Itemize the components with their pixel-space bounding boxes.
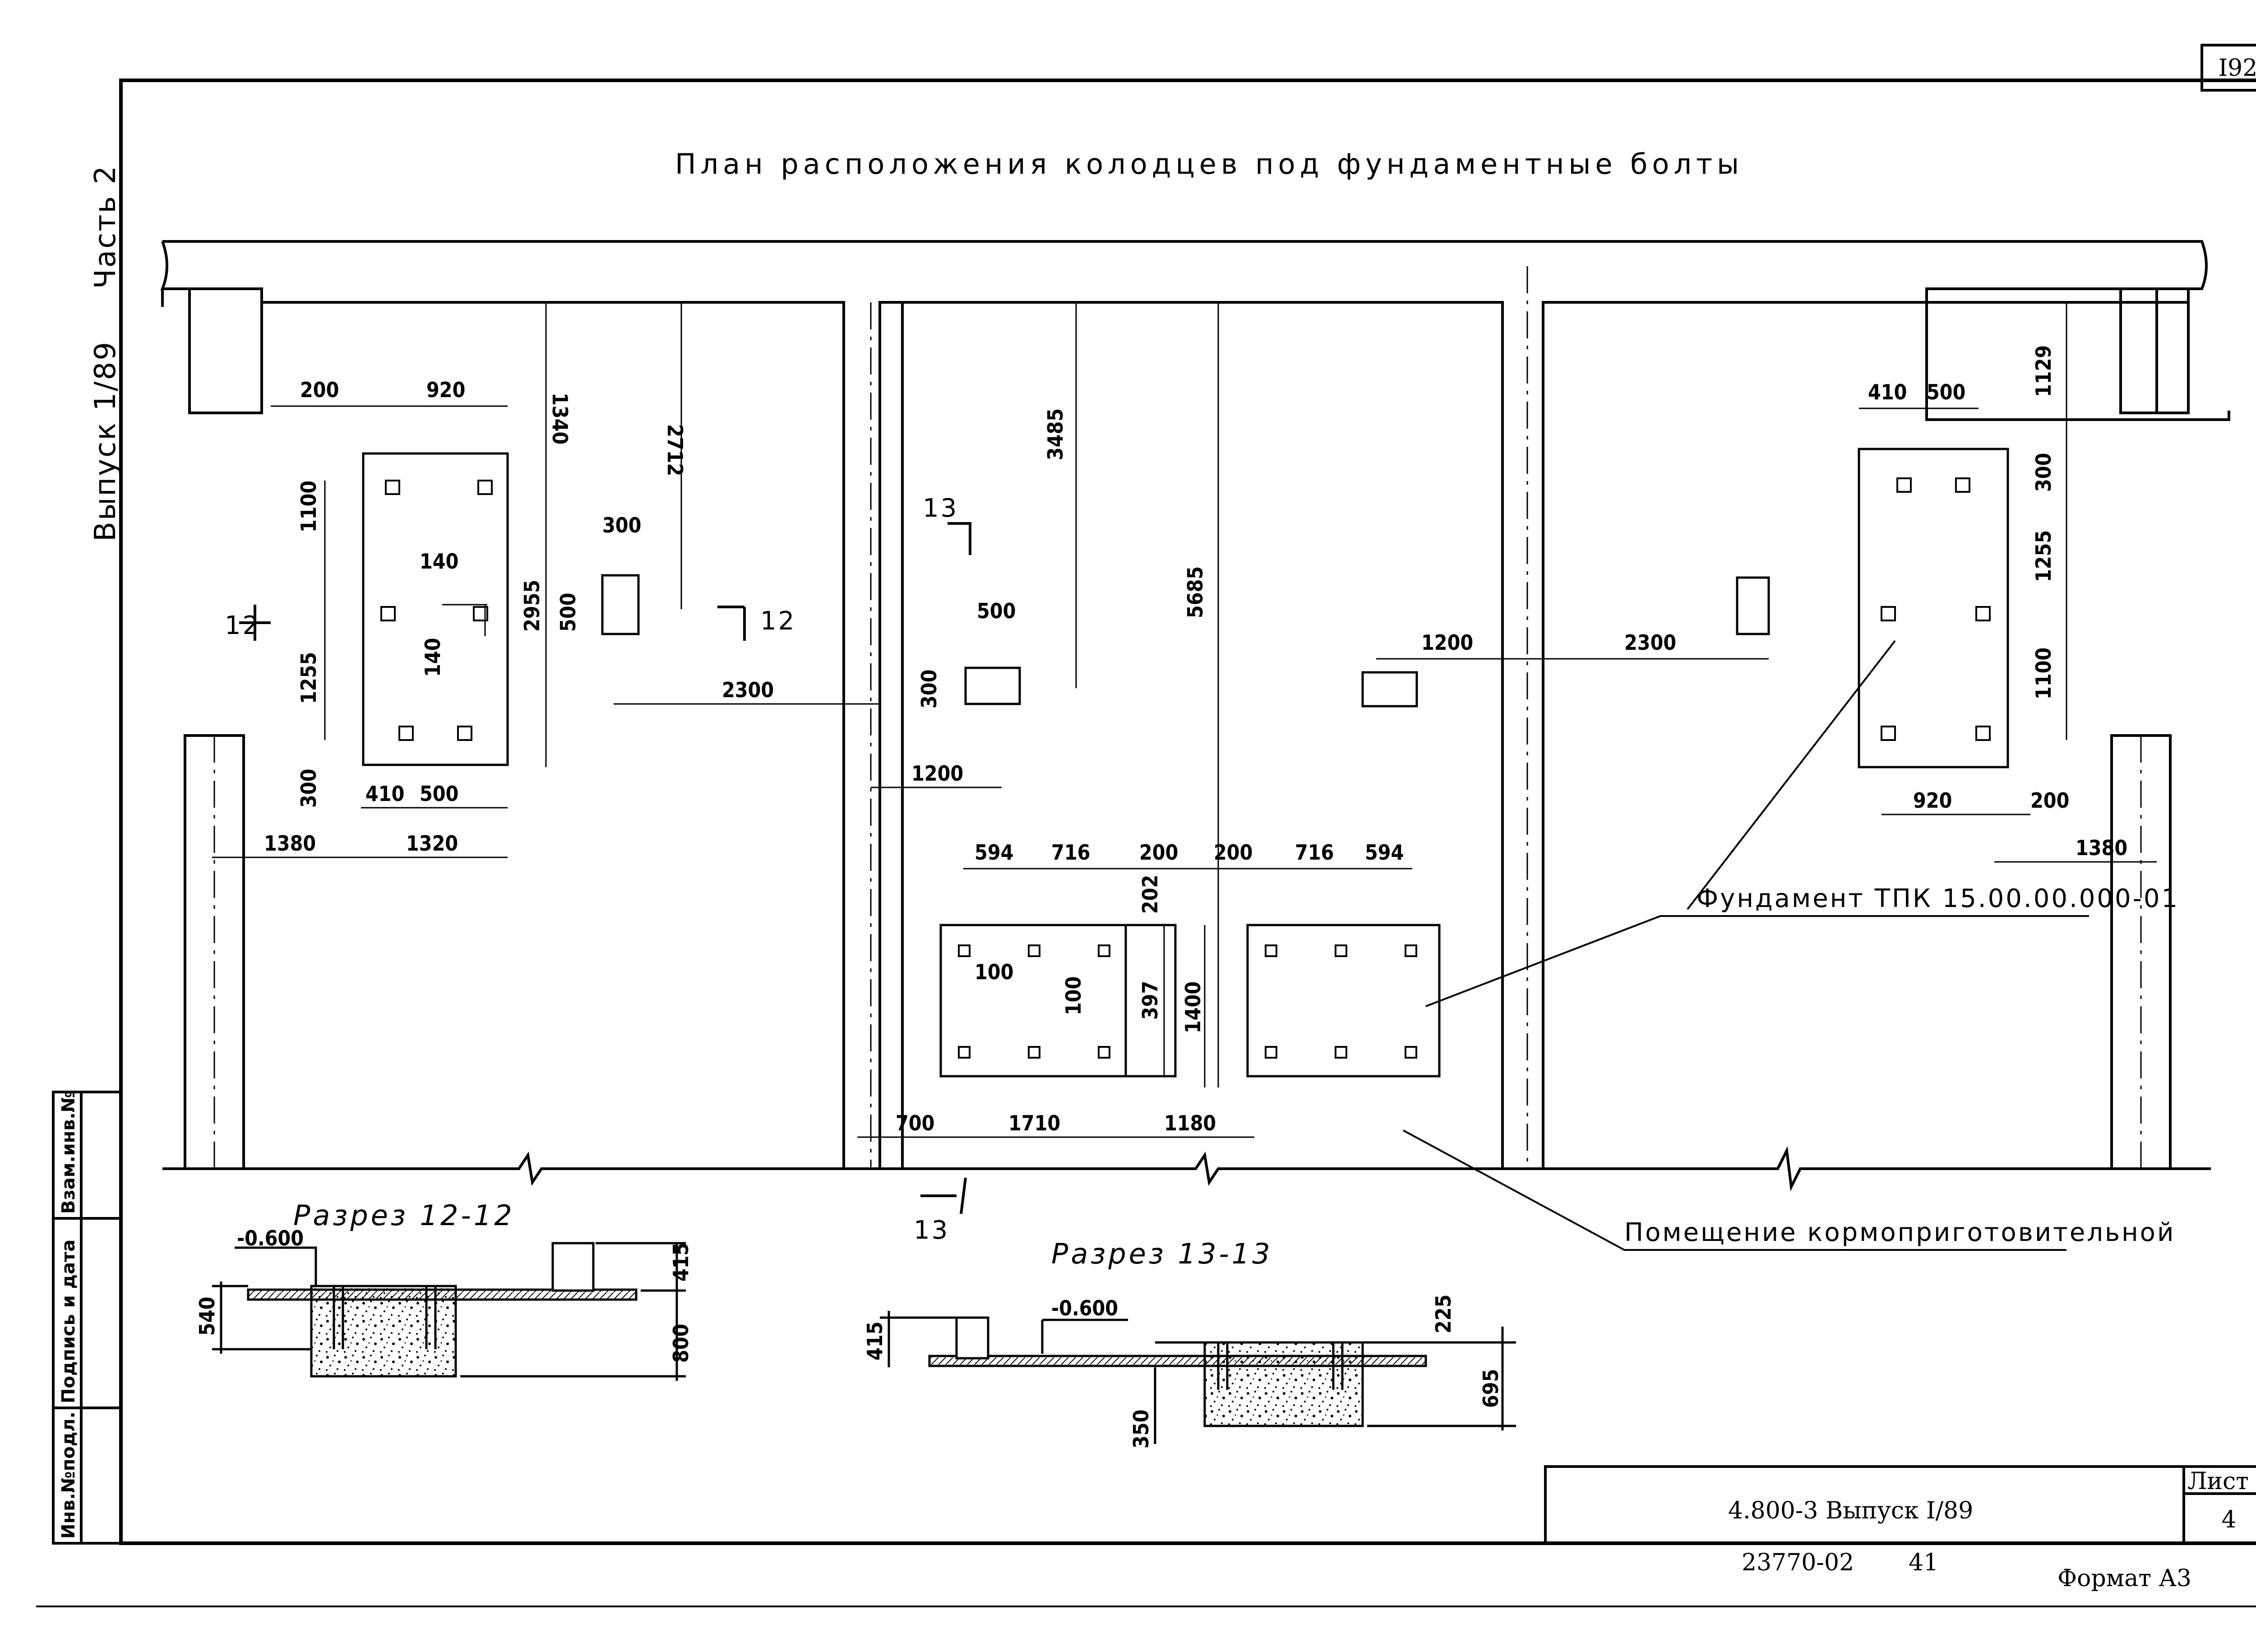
title-block-sheet-no: 4 <box>2221 1506 2236 1533</box>
footer-number: 23770-02 <box>1742 1549 1854 1576</box>
dim-700: 700 <box>896 1111 934 1135</box>
section-12-title: Разрез 12-12 <box>293 1199 515 1232</box>
stamp-inv-no: Инв.№подл. <box>58 1411 79 1539</box>
level-12: -0.600 <box>237 1226 304 1250</box>
foundations <box>362 448 2009 1078</box>
dim-2712: 2712 <box>663 424 687 476</box>
dim-1340: 1340 <box>548 393 572 444</box>
dim-1200-a: 1200 <box>911 761 963 786</box>
dim-140-a: 140 <box>420 549 458 574</box>
dim-s225: 225 <box>1431 1295 1456 1333</box>
building-walls <box>160 240 2230 1192</box>
dim-1400: 1400 <box>1181 981 1205 1033</box>
level-13: -0.600 <box>1051 1296 1118 1320</box>
dim-s415-b: 415 <box>863 1322 887 1360</box>
label-room: Помещение кормоприготовительной <box>1624 1218 2175 1247</box>
dim-716-b: 716 <box>1295 840 1334 865</box>
side-part: Часть 2 <box>89 165 122 289</box>
stamp-box <box>52 1091 122 1545</box>
dim-300-d: 300 <box>2031 453 2056 492</box>
section-12-12 <box>212 1242 686 1381</box>
stamp-replace-inv: Взам.инв.№ <box>58 1091 79 1214</box>
section-13-title: Разрез 13-13 <box>1051 1237 1273 1270</box>
dim-716-a: 716 <box>1051 840 1090 865</box>
dim-594-b: 594 <box>1365 840 1404 865</box>
dim-1180: 1180 <box>1164 1111 1216 1135</box>
dim-500-d: 500 <box>1927 380 1965 404</box>
title-block <box>1544 1465 2256 1545</box>
leader-lines <box>1403 640 2089 1251</box>
dim-1710: 1710 <box>1008 1111 1060 1135</box>
section-mark-12-right: 12 <box>760 606 796 636</box>
dim-s800: 800 <box>669 1324 693 1363</box>
dim-200-c: 200 <box>1214 840 1253 865</box>
dim-2300-b: 2300 <box>1624 630 1676 655</box>
dim-410-a: 410 <box>365 782 404 806</box>
dim-300-a: 300 <box>602 513 641 537</box>
dim-1129: 1129 <box>2031 345 2056 397</box>
dim-2955: 2955 <box>520 580 544 632</box>
dim-300-b: 300 <box>296 769 321 808</box>
dim-200-b: 200 <box>1139 840 1178 865</box>
dim-500-a: 500 <box>556 593 580 632</box>
footer-extra: 41 <box>1909 1549 1938 1576</box>
title-block-code: 4.800-3 Выпуск I/89 <box>1728 1497 1973 1524</box>
dim-100-a: 100 <box>975 960 1013 984</box>
dimension-lines <box>212 302 2157 1138</box>
dim-500-b: 500 <box>420 782 458 806</box>
sheet-number: I92 <box>2219 55 2256 82</box>
title-block-sheet-label: Лист <box>2187 1468 2249 1495</box>
dim-920-b: 920 <box>1913 788 1952 813</box>
dim-1100-b: 1100 <box>2031 648 2056 699</box>
dimension-values: 200 920 1340 2712 1100 140 140 1255 2955… <box>264 345 2127 1135</box>
dim-1255-a: 1255 <box>296 652 321 704</box>
dim-200-d: 200 <box>2030 788 2069 813</box>
section-markers <box>239 522 971 1214</box>
dim-920-a: 920 <box>426 378 465 402</box>
dim-1255-b: 1255 <box>2031 530 2056 582</box>
bolt-holes <box>380 477 1991 1059</box>
dim-500-c: 500 <box>977 599 1016 623</box>
dim-200-a: 200 <box>300 378 339 402</box>
section-mark-13-bottom: 13 <box>914 1216 949 1245</box>
dim-2300-a: 2300 <box>722 678 774 702</box>
drawing-title: План расположения колодцев под фундамент… <box>675 148 1743 180</box>
dim-100-b: 100 <box>1061 976 1086 1015</box>
dim-410-b: 410 <box>1868 380 1907 404</box>
side-issue: Выпуск 1/89 <box>89 341 122 541</box>
dim-5685: 5685 <box>1183 566 1207 618</box>
dim-397: 397 <box>1138 981 1162 1020</box>
dim-1380-a: 1380 <box>264 831 316 856</box>
dim-1380-b: 1380 <box>2076 836 2127 860</box>
dim-300-c: 300 <box>917 670 941 708</box>
dim-1100-a: 1100 <box>296 481 321 532</box>
dim-140-b: 140 <box>421 638 445 677</box>
dim-1200-b: 1200 <box>1421 630 1473 655</box>
dim-202: 202 <box>1138 875 1162 914</box>
stamp-signature: Подпись и дата <box>58 1240 79 1403</box>
dim-s350: 350 <box>1129 1410 1153 1448</box>
dim-s695: 695 <box>1479 1369 1503 1408</box>
dim-3485: 3485 <box>1043 408 1068 460</box>
section-mark-12-left: 12 <box>225 611 260 640</box>
section-mark-13-top: 13 <box>923 494 958 523</box>
footer-format: Формат А3 <box>2057 1565 2191 1592</box>
dim-1320: 1320 <box>406 831 458 856</box>
section-13-13 <box>880 1311 1516 1444</box>
dim-s415-a: 415 <box>669 1243 693 1282</box>
sheet-frame <box>36 44 2256 1607</box>
dim-s540: 540 <box>195 1297 219 1336</box>
label-foundation: Фундамент ТПК 15.00.00.000-01 <box>1697 884 2179 913</box>
dim-594-a: 594 <box>975 840 1013 865</box>
